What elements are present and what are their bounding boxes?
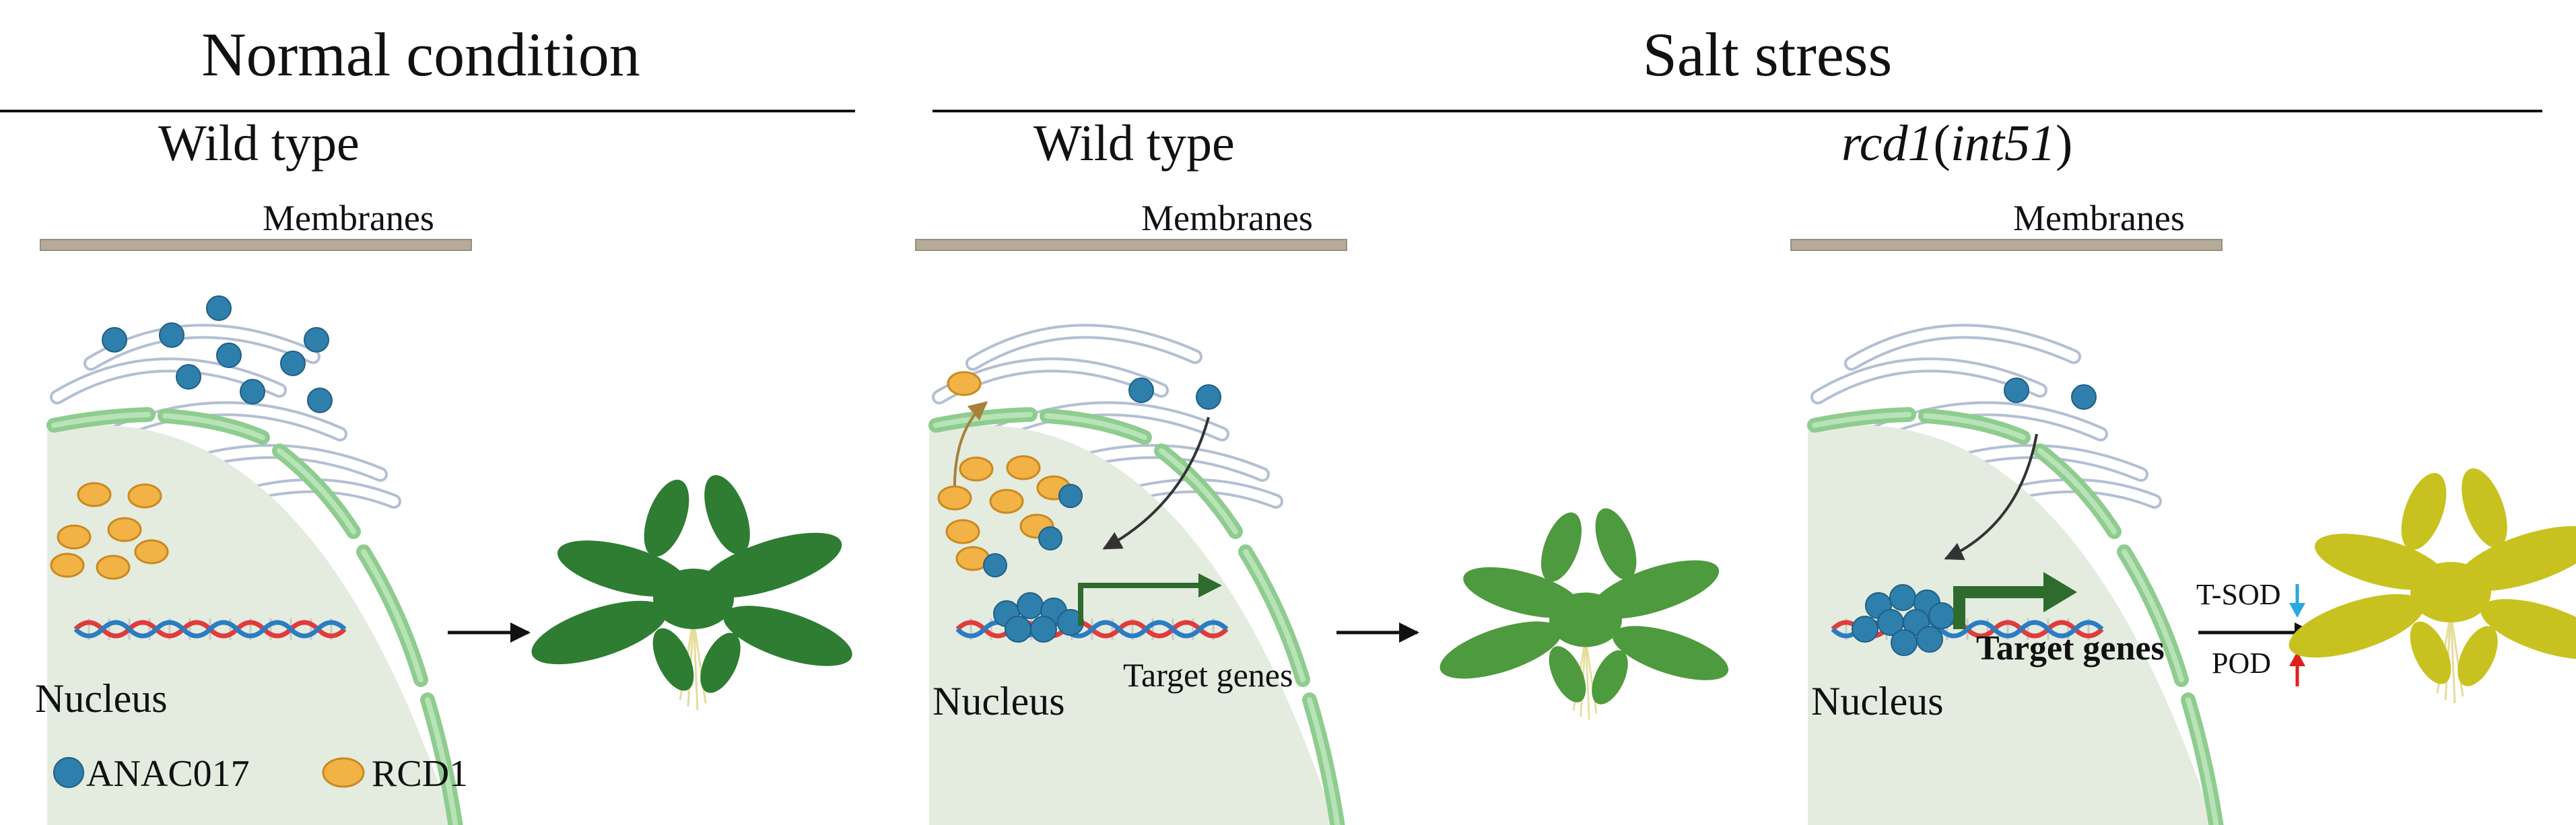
pod-label: POD — [2212, 647, 2271, 680]
panel-2-rcd1-proteins — [937, 455, 1071, 571]
panel-2-anac017-proteins — [1128, 378, 1221, 410]
panel-1-anac017-proteins — [102, 295, 333, 413]
panel-3-nucleus-label: Nucleus — [1811, 679, 1944, 723]
panel-3-transcription-arrow — [1953, 586, 2047, 629]
panel-3-anac017-proteins — [2004, 378, 2097, 410]
panel-3-anac017-translocation-arrow — [1944, 433, 2038, 561]
panel-2-target-genes-label: Target genes — [1123, 656, 1293, 694]
panel-normal-wild-type: Wild type Membranes Nucleus — [35, 115, 860, 825]
panel-2-transcription-arrow — [1078, 583, 1198, 626]
panel-2-released-rcd1 — [947, 371, 982, 396]
panel-1-membrane-label: Membranes — [263, 198, 434, 238]
panel-2-title: Wild type — [1033, 115, 1235, 172]
pod-up-arrow-icon — [2289, 651, 2305, 686]
tsod-down-arrow-icon — [2289, 584, 2305, 618]
legend-rcd1-label: RCD1 — [372, 753, 468, 795]
panel-2-anac017-translocation-arrow — [1102, 417, 1210, 550]
panel-2-transcription-arrowhead — [1198, 573, 1222, 598]
panel-2-membrane — [915, 239, 1347, 251]
legend: ANAC017 RCD1 — [53, 753, 468, 795]
panel-1-rcd1-proteins — [50, 482, 169, 580]
panel-2-mildly-stressed-plant-icon — [1432, 502, 1736, 721]
panel-3-title: rcd1(int51) — [1841, 115, 2072, 172]
panel-1-membrane — [40, 239, 472, 251]
panel-salt-rcd1-mutant: rcd1(int51) Membranes Target genes Nucle… — [1790, 115, 2576, 825]
panel-salt-wild-type: Wild type Membranes — [915, 115, 1736, 825]
legend-rcd1-swatch — [322, 757, 365, 788]
panel-1-nucleus-label: Nucleus — [35, 676, 168, 721]
legend-anac017-swatch — [53, 757, 84, 788]
tsod-label: T-SOD — [2196, 578, 2281, 611]
panel-3-target-genes-label: Target genes — [1976, 629, 2165, 668]
panel-3-stressed-plant-icon — [2280, 461, 2576, 705]
panel-1-healthy-plant-icon — [523, 468, 860, 711]
panel-3-membrane-label: Membranes — [2013, 198, 2185, 238]
header-normal-condition: Normal condition — [201, 20, 640, 89]
panel-3-anac017-cluster — [1852, 584, 1955, 656]
panel-2-bound-anac017 — [983, 484, 1083, 577]
panel-3-membrane — [1790, 239, 2223, 251]
header-salt-stress: Salt stress — [1643, 20, 1893, 89]
panel-3-transcription-arrowhead — [2043, 572, 2077, 612]
panel-2-nucleus-label: Nucleus — [933, 679, 1065, 723]
panel-2-anac017-cluster — [993, 592, 1084, 643]
panel-2-rcd1-release-arrow — [953, 401, 988, 495]
legend-anac017-label: ANAC017 — [86, 753, 250, 795]
panel-2-membrane-label: Membranes — [1141, 198, 1313, 238]
panel-1-title: Wild type — [158, 115, 360, 172]
